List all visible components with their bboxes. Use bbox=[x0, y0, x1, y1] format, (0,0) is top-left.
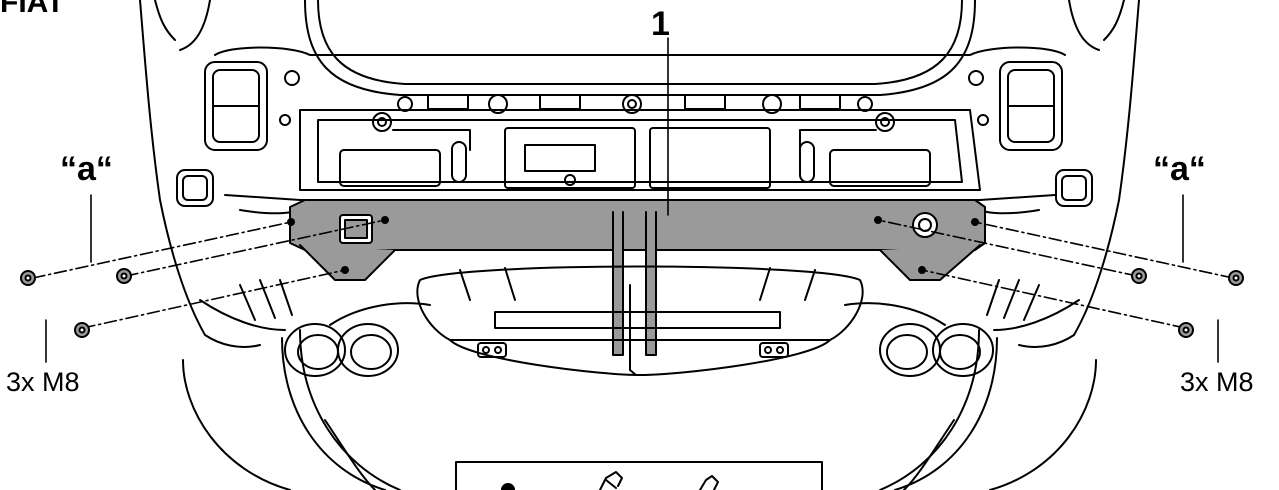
rear-diffuser bbox=[416, 265, 864, 376]
bumper-carrier bbox=[299, 94, 981, 191]
left-reflector bbox=[176, 169, 214, 207]
nut-icon bbox=[1228, 270, 1244, 286]
nut-icon bbox=[116, 268, 132, 284]
left-tyre bbox=[182, 329, 401, 490]
right-exhaust bbox=[844, 302, 994, 377]
nut-icon bbox=[1178, 322, 1194, 338]
right-tyre bbox=[879, 329, 1097, 490]
hitch-arms bbox=[612, 211, 657, 376]
fastener-spec-right: 3x M8 bbox=[1180, 367, 1254, 397]
tools-inset bbox=[455, 461, 823, 490]
callout-lines bbox=[45, 37, 1219, 363]
m8-nuts-right bbox=[1131, 268, 1244, 338]
tow-bar-crossbar bbox=[287, 199, 986, 281]
body-outline bbox=[139, 0, 1140, 348]
nut-icon bbox=[1131, 268, 1147, 284]
nut-icon bbox=[20, 270, 36, 286]
left-tail-lamp bbox=[204, 61, 300, 151]
part-number-label: 1 bbox=[651, 5, 670, 43]
fastener-spec-left: 3x M8 bbox=[6, 367, 80, 397]
nut-icon bbox=[74, 322, 90, 338]
fastener-leader-lines bbox=[32, 219, 1234, 329]
nut-icon bbox=[501, 483, 515, 490]
m8-nuts-left bbox=[20, 268, 132, 338]
bolt-icon bbox=[599, 471, 623, 490]
left-exhaust bbox=[284, 302, 431, 377]
screw-icon bbox=[699, 475, 719, 490]
right-reflector bbox=[1055, 169, 1093, 207]
right-tail-lamp bbox=[968, 61, 1063, 151]
figure-title: FIAT bbox=[0, 0, 65, 19]
callout-a-left: “a“ bbox=[60, 150, 113, 188]
callout-a-right: “a“ bbox=[1153, 150, 1206, 188]
